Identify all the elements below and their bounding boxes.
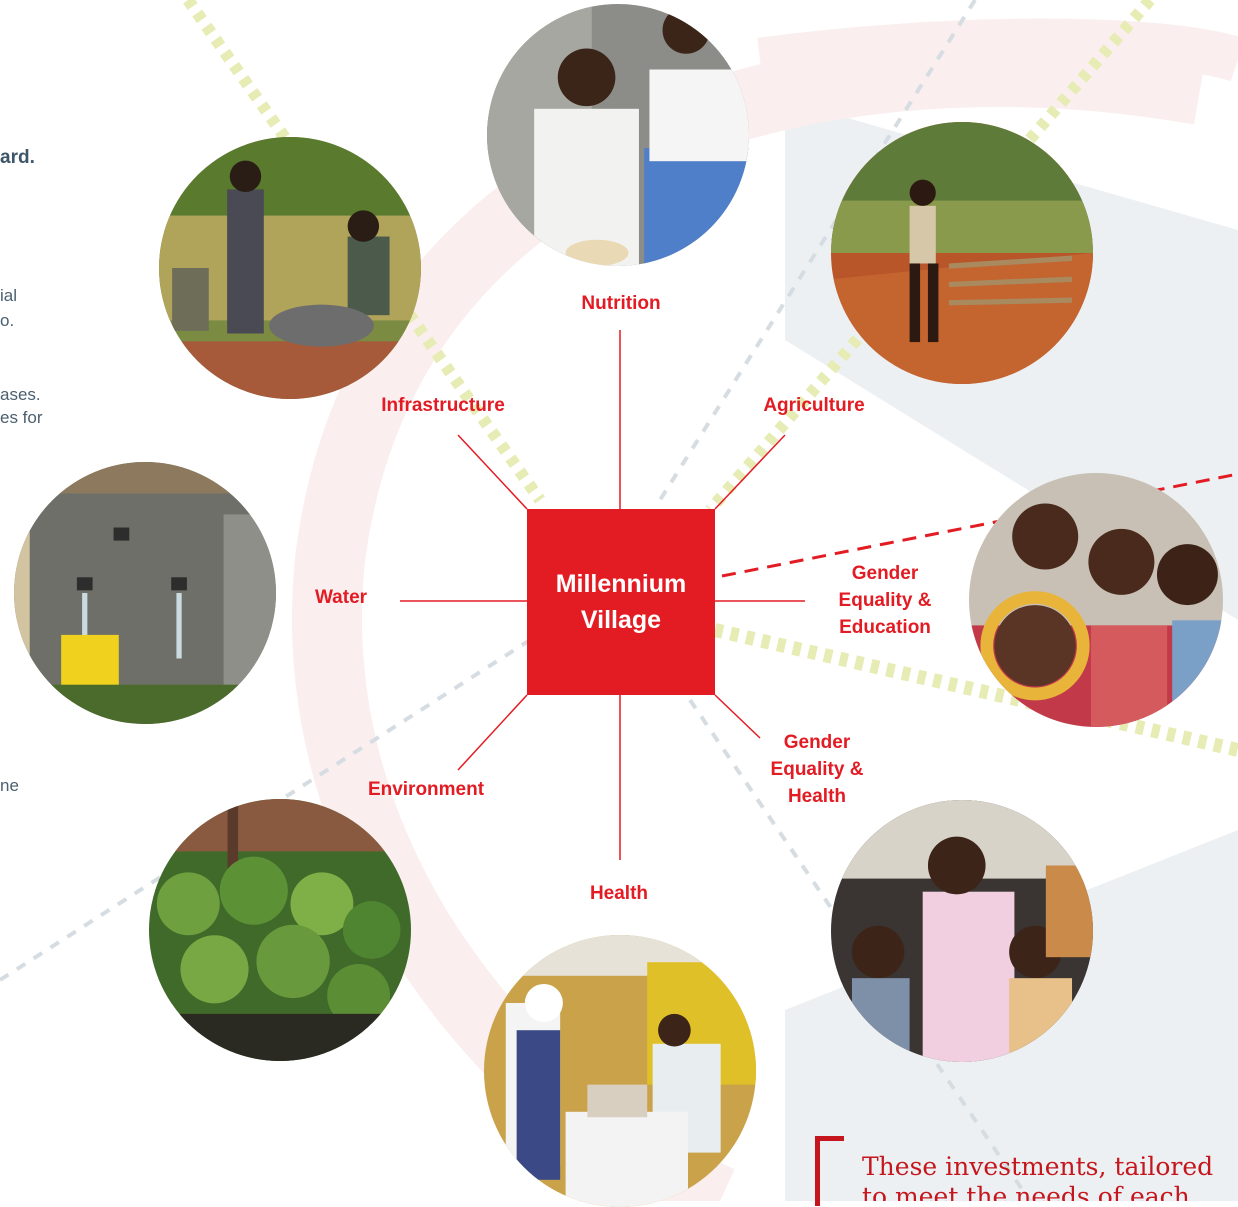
gender-education-line1: Gender [851,563,919,584]
nutrition-label: Nutrition [581,293,661,314]
center-title-line1: Millennium [555,570,687,598]
environment-label: Environment [367,779,485,800]
gender-health-line3: Health [787,786,847,807]
millennium-village-box: Millennium Village [527,509,715,695]
agriculture-photo [831,122,1093,384]
gender-education-photo [969,473,1223,727]
nutrition-photo [487,4,749,266]
gender-education-line2: Equality & [838,590,932,611]
infrastructure-label: Infrastructure [381,395,505,416]
gender-health-line1: Gender [783,732,851,753]
left-text-fragment: o. [0,311,15,330]
gender-education-line3: Education [839,617,931,638]
gender-health-line2: Equality & [770,759,864,780]
left-heading-fragment: ard. [0,148,35,168]
left-text-fragment: ases. [0,385,41,404]
gender-health-photo [831,800,1093,1062]
health-label: Health [589,883,649,904]
left-text-fragment: ial [0,286,18,305]
left-text-fragment: ne [0,776,19,795]
left-text-fragment: es for [0,408,43,427]
center-title-line2: Village [580,606,662,634]
environment-photo [149,799,411,1061]
quote-bracket [815,1136,844,1206]
water-photo [14,462,276,724]
infrastructure-photo [159,137,421,399]
health-photo [484,935,756,1207]
gender-education-label: Gender Equality & Education [820,560,950,641]
gender-health-label: Gender Equality & Health [752,729,882,810]
water-label: Water [314,587,368,608]
pull-quote-line1: These investments, tailored [862,1152,1214,1181]
pull-quote: These investments, tailored to meet the … [862,1152,1238,1201]
pull-quote-line2: to meet the needs of each [862,1182,1190,1201]
agriculture-label: Agriculture [763,395,865,416]
